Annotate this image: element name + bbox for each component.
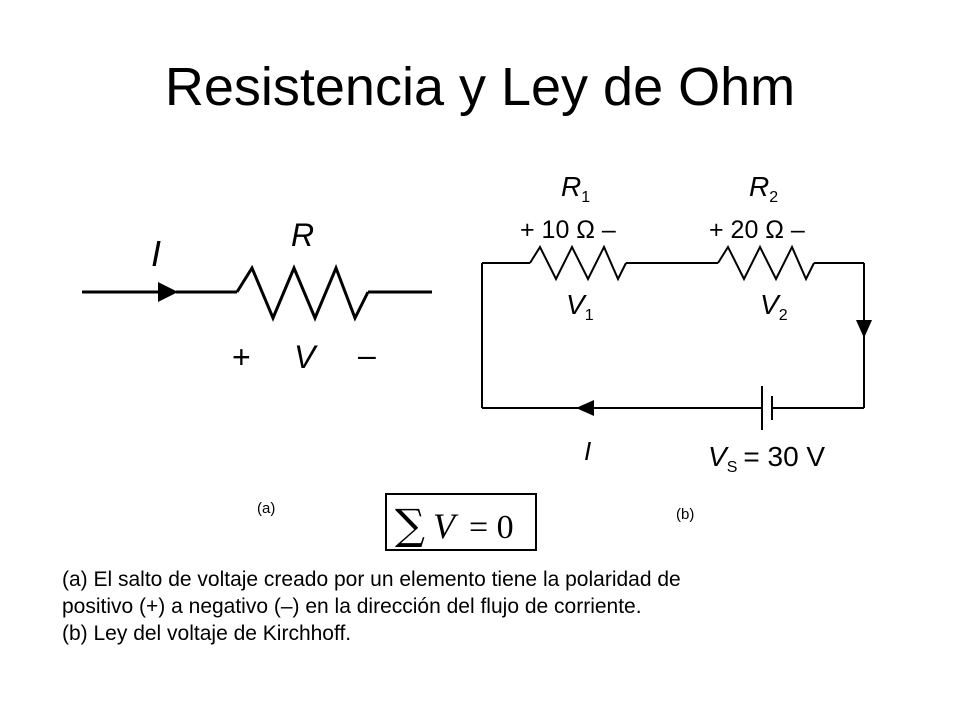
caption-line-2: positivo (+) a negativo (–) en la direcc… xyxy=(62,595,642,618)
caption-line-3: (b) Ley del voltaje de Kirchhoff. xyxy=(62,622,352,645)
equation-variable: V xyxy=(433,506,459,546)
current-arrow-down xyxy=(856,320,872,338)
voltage-label-a: V xyxy=(294,339,318,375)
v1-label: V1 xyxy=(566,289,594,324)
kirchhoff-equation: ∑ V = 0 xyxy=(385,493,537,551)
minus-sign-a: – xyxy=(358,337,376,373)
caption: (a) El salto de voltaje creado por un el… xyxy=(62,566,922,647)
resistor-label-r: R xyxy=(291,217,314,253)
figure-b-tag: (b) xyxy=(676,506,695,523)
resistor-r2 xyxy=(717,244,815,282)
figure-a: I R + V – xyxy=(82,217,432,375)
resistor-r1 xyxy=(529,244,627,282)
r2-value: + 20 Ω – xyxy=(709,216,805,244)
equation-rhs: = 0 xyxy=(469,509,514,546)
source-label: VS= 30 V xyxy=(708,441,825,476)
v2-label: V2 xyxy=(760,289,788,324)
current-label-a: I xyxy=(151,233,161,274)
current-arrow-left xyxy=(576,400,594,416)
r1-label: R1 xyxy=(561,171,590,206)
sum-sign: ∑ xyxy=(395,500,425,549)
caption-line-1: (a) El salto de voltaje creado por un el… xyxy=(62,568,681,591)
page-title: Resistencia y Ley de Ohm xyxy=(164,57,796,117)
figure-b: R1 + 10 Ω – R2 + 20 Ω – V1 V2 I VS= 30 V xyxy=(481,171,872,476)
plus-sign-a: + xyxy=(232,339,251,375)
r1-value: + 10 Ω – xyxy=(520,216,616,244)
resistor-r xyxy=(235,263,370,322)
current-arrow-a xyxy=(158,282,178,302)
r2-label: R2 xyxy=(749,171,778,206)
figure-a-tag: (a) xyxy=(257,500,276,517)
current-label-b: I xyxy=(584,436,591,466)
